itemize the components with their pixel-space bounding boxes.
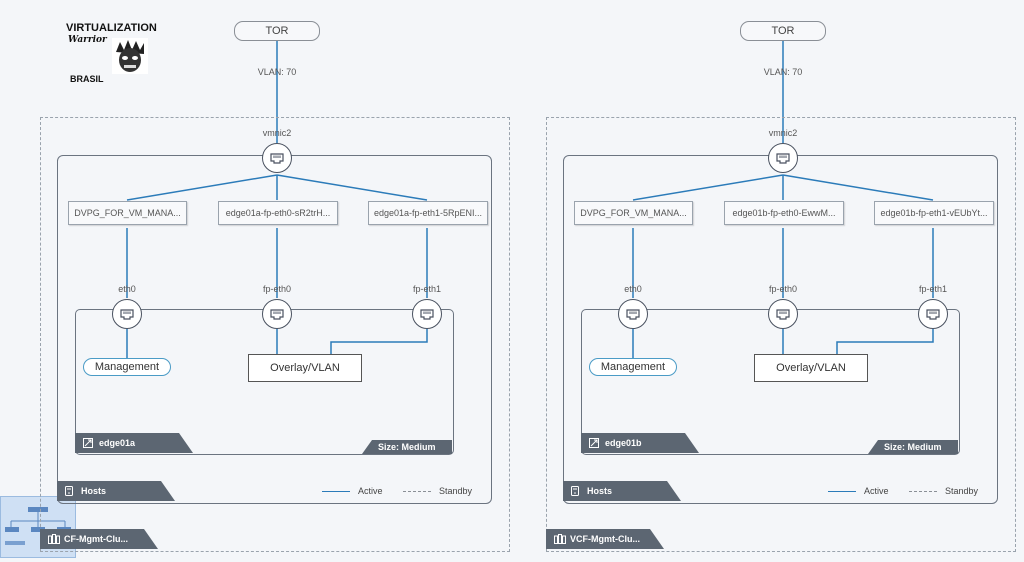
edge-size-badge: Size: Medium — [362, 440, 452, 454]
hosts-label: Hosts — [587, 486, 613, 496]
edge-size-label: Size: Medium — [884, 442, 942, 452]
ethernet-port-icon — [626, 309, 640, 320]
vlan-label: VLAN: 70 — [257, 67, 297, 77]
tor-switch[interactable]: TOR — [234, 21, 320, 41]
legend-active-label: Active — [864, 486, 889, 496]
portgroup-fp-eth0[interactable]: edge01b-fp-eth0-EwwM... — [724, 201, 844, 225]
nic-fp-eth0[interactable] — [768, 299, 798, 329]
nic-eth0[interactable] — [618, 299, 648, 329]
hosts-label: Hosts — [81, 486, 107, 496]
edge-size-badge: Size: Medium — [868, 440, 958, 454]
legend-standby-label: Standby — [439, 486, 473, 496]
hosts-tab[interactable]: Hosts — [57, 481, 175, 501]
legend-standby-label: Standby — [945, 486, 979, 496]
legend-standby-line — [909, 491, 938, 493]
topology-panel-1: TOR VLAN: 70 vmnic2 DVPG_FOR_VM_MANA... … — [0, 0, 512, 560]
edge-icon — [83, 438, 93, 448]
warrior-mascot-icon — [112, 38, 148, 74]
ethernet-port-icon — [420, 309, 434, 320]
ethernet-port-icon — [120, 309, 134, 320]
hosts-tab[interactable]: Hosts — [563, 481, 681, 501]
host-icon — [571, 486, 579, 496]
edge-size-label: Size: Medium — [378, 442, 436, 452]
edge-node-tab[interactable]: edge01a — [75, 433, 193, 453]
nic-fp-eth1[interactable] — [918, 299, 948, 329]
uplink-nic[interactable] — [768, 143, 798, 173]
ethernet-port-icon — [776, 153, 790, 164]
interface-label-eth0: eth0 — [624, 284, 642, 294]
interface-label-fp-eth0: fp-eth0 — [262, 284, 292, 294]
connection-lines — [126, 41, 428, 358]
nic-fp-eth0[interactable] — [262, 299, 292, 329]
ethernet-port-icon — [926, 309, 940, 320]
connection-lines — [632, 41, 934, 358]
uplink-label: vmnic2 — [768, 128, 798, 138]
edge-node-tab[interactable]: edge01b — [581, 433, 699, 453]
tor-switch[interactable]: TOR — [740, 21, 826, 41]
legend: Active Standby — [828, 486, 978, 496]
interface-label-fp-eth1: fp-eth1 — [918, 284, 948, 294]
ethernet-port-icon — [776, 309, 790, 320]
portgroup-mgmt[interactable]: DVPG_FOR_VM_MANA... — [68, 201, 187, 225]
cluster-icon — [554, 534, 566, 544]
vlan-label: VLAN: 70 — [763, 67, 803, 77]
cluster-icon — [48, 534, 60, 544]
ethernet-port-icon — [270, 309, 284, 320]
legend-active-line — [322, 491, 350, 493]
legend-standby-line — [403, 491, 432, 493]
management-segment[interactable]: Management — [589, 358, 677, 376]
ethernet-port-icon — [270, 153, 284, 164]
portgroup-fp-eth0[interactable]: edge01a-fp-eth0-sR2trH... — [218, 201, 338, 225]
edge-icon — [589, 438, 599, 448]
cluster-container — [40, 117, 510, 552]
host-icon — [65, 486, 73, 496]
interface-label-eth0: eth0 — [118, 284, 136, 294]
legend-active-line — [828, 491, 856, 493]
cluster-tab[interactable]: VCF-Mgmt-Clu... — [546, 529, 664, 549]
edge-node-name: edge01b — [605, 438, 642, 448]
logo-line3: BRASIL — [70, 74, 104, 84]
logo-line1: VIRTUALIZATION — [66, 22, 157, 34]
cluster-label: CF-Mgmt-Clu... — [64, 534, 128, 544]
edge-node-name: edge01a — [99, 438, 136, 448]
nic-fp-eth1[interactable] — [412, 299, 442, 329]
cluster-label: VCF-Mgmt-Clu... — [570, 534, 640, 544]
logo-line2: Warrior — [68, 35, 107, 45]
interface-label-fp-eth1: fp-eth1 — [412, 284, 442, 294]
portgroup-fp-eth1[interactable]: edge01b-fp-eth1-vEUbYt... — [874, 201, 994, 225]
portgroup-mgmt[interactable]: DVPG_FOR_VM_MANA... — [574, 201, 693, 225]
portgroup-fp-eth1[interactable]: edge01a-fp-eth1-5RpENI... — [368, 201, 488, 225]
uplink-nic[interactable] — [262, 143, 292, 173]
legend: Active Standby — [322, 486, 472, 496]
management-segment[interactable]: Management — [83, 358, 171, 376]
uplink-label: vmnic2 — [262, 128, 292, 138]
topology-panel-2: TOR VLAN: 70 vmnic2 DVPG_FOR_VM_MANA... … — [506, 0, 1018, 560]
interface-label-fp-eth0: fp-eth0 — [768, 284, 798, 294]
nic-eth0[interactable] — [112, 299, 142, 329]
legend-active-label: Active — [358, 486, 383, 496]
cluster-tab[interactable]: CF-Mgmt-Clu... — [40, 529, 158, 549]
overlay-vlan-segment[interactable]: Overlay/VLAN — [754, 354, 868, 382]
overlay-vlan-segment[interactable]: Overlay/VLAN — [248, 354, 362, 382]
cluster-container — [546, 117, 1016, 552]
